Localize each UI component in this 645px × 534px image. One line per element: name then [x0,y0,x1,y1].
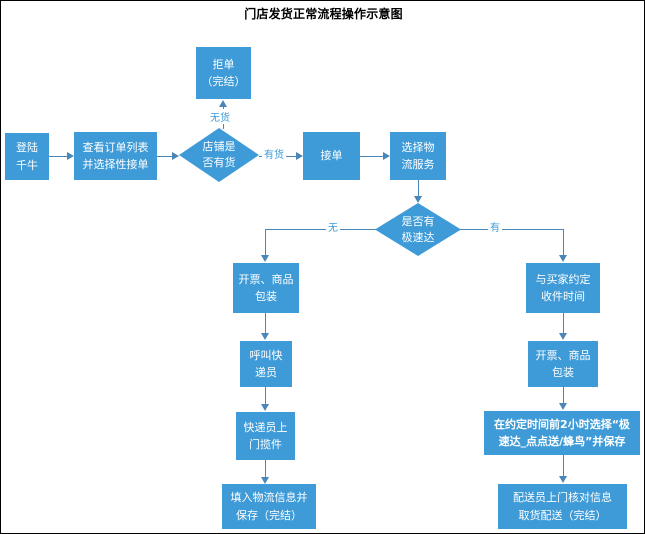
decision-speed-check[interactable]: 是否有 极速达 [375,203,461,256]
edge-invoice-right-to-select-speed [563,387,564,403]
arrowhead-down [559,476,567,483]
arrowhead-down [559,403,567,410]
edge-select-speed-to-deliver [563,455,564,476]
decision-stock-check-label: 店铺是 否有货 [202,140,236,169]
edge-accept-to-choose-logistics [360,156,385,157]
arrowhead-right [67,152,74,160]
arrowhead-down [261,333,269,340]
page-title: 门店发货正常流程操作示意图 [244,7,403,21]
arrowhead-up [219,100,227,107]
edge-speed-check-yes [460,229,563,230]
edge-call-courier-to-pickup [265,387,266,404]
edge-invoice-to-call-courier [265,313,266,333]
arrowhead-down [261,404,269,411]
edge-speed-check-no [265,229,376,230]
node-courier-deliver[interactable]: 配送员上门核对信息 取货配送（完结） [498,484,627,529]
node-reject[interactable]: 拒单 （完结） [196,47,251,99]
edge-label-has-speed: 有 [488,219,502,234]
node-invoice-pack-left[interactable]: 开票、商品 包装 [233,263,299,313]
node-login[interactable]: 登陆 千牛 [5,133,49,180]
arrowhead-right [172,152,179,160]
arrowhead-down [559,255,567,262]
edge-login-to-view-orders [49,156,69,157]
arrowhead-down [414,196,422,203]
edge-label-no-speed: 无 [326,219,340,234]
arrowhead-down [559,333,567,340]
edge-speed-check-yes-down [563,229,564,255]
arrowhead-down [261,255,269,262]
node-choose-logistics[interactable]: 选择物 流服务 [390,132,446,180]
edge-choose-logistics-to-speed-check [418,180,419,197]
edge-label-no-stock: 无货 [208,109,232,124]
edge-appoint-to-invoice-right [563,313,564,333]
node-courier-pickup[interactable]: 快递员上 门揽件 [236,412,295,460]
edge-pickup-to-fill-logistics [265,460,266,477]
node-call-courier[interactable]: 呼叫快 递员 [240,341,292,387]
node-fill-logistics[interactable]: 填入物流信息并 保存（完结） [222,484,316,529]
decision-speed-check-label: 是否有 极速达 [401,214,435,244]
edge-label-has-stock: 有货 [262,146,286,161]
decision-stock-check[interactable]: 店铺是 否有货 [179,128,259,182]
node-appoint-time[interactable]: 与买家约定 收件时间 [526,263,600,313]
arrowhead-down [261,477,269,484]
node-select-speed[interactable]: 在约定时间前2小时选择“极 速达_点点送/蜂鸟”并保存 [484,411,640,455]
edge-view-orders-to-stock-check [157,156,174,157]
edge-speed-check-no-down [265,229,266,255]
node-invoice-pack-right[interactable]: 开票、商品 包装 [528,341,598,387]
arrowhead-right [296,152,303,160]
node-accept[interactable]: 接单 [303,132,360,180]
node-view-orders[interactable]: 查看订单列表 并选择性接单 [74,132,157,180]
arrowhead-right [383,152,390,160]
